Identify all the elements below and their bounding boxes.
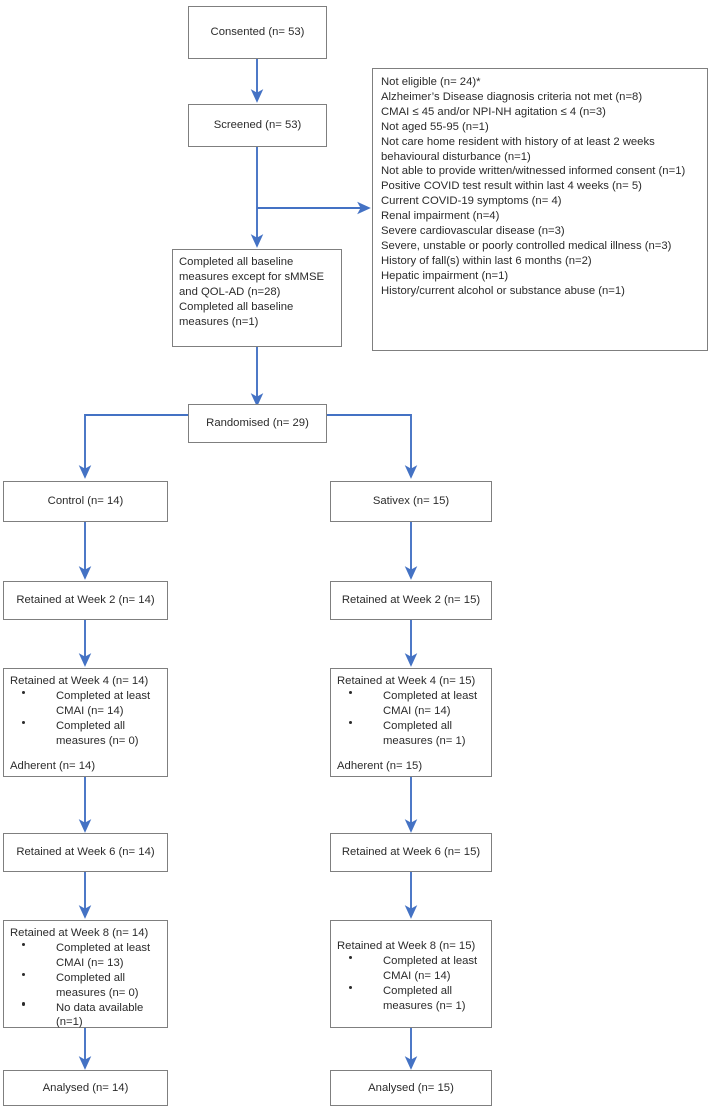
bullet-icon [22,1002,26,1006]
bullet-icon [349,955,353,959]
list-item: Completed all measures (n= 1) [337,984,486,1014]
node-control-analysed: Analysed (n= 14) [3,1070,168,1106]
node-control-week2-label: Retained at Week 2 (n= 14) [16,594,155,607]
exclusion-line: Severe, unstable or poorly controlled me… [381,239,672,252]
node-sativex-week2: Retained at Week 2 (n= 15) [330,581,492,620]
exclusion-line: Not able to provide written/witnessed in… [381,165,686,178]
edge-randomised-to-control [78,414,188,479]
week4-bullet-list: Completed at least CMAI (n= 14) Complete… [10,689,162,749]
list-item: Completed at least CMAI (n= 14) [337,954,486,984]
baseline-line: Completed all baseline measures except f… [179,256,328,298]
list-item: Completed all measures (n= 1) [337,719,486,749]
node-control-week6: Retained at Week 6 (n= 14) [3,833,168,872]
bullet-text: Completed all measures (n= 1) [383,719,466,747]
node-sativex-week4: Retained at Week 4 (n= 15) Completed at … [330,668,492,777]
exclusion-line: Not care home resident with history of a… [381,135,658,163]
bullet-text: Completed all measures (n= 1) [383,984,466,1012]
list-item: Completed all measures (n= 0) [10,971,162,1001]
list-item: Completed at least CMAI (n= 14) [10,689,162,719]
week4-footer: Adherent (n= 15) [337,759,423,772]
node-control-week8: Retained at Week 8 (n= 14) Completed at … [3,920,168,1028]
node-sativex-arm: Sativex (n= 15) [330,481,492,522]
week8-header: Retained at Week 8 (n= 15) [337,940,476,952]
node-sativex-week6-label: Retained at Week 6 (n= 15) [341,846,481,859]
node-screened-label: Screened (n= 53) [213,119,302,132]
week4-footer: Adherent (n= 14) [10,759,96,772]
node-randomised-label: Randomised (n= 29) [206,417,309,430]
exclusion-line: Not aged 55-95 (n=1) [381,120,489,133]
edge-randomised-to-sativex [327,414,418,479]
node-consented: Consented (n= 53) [188,6,327,59]
bullet-text: Completed at least CMAI (n= 13) [56,941,151,969]
list-item: Completed at least CMAI (n= 14) [337,689,486,719]
node-exclusions: Not eligible (n= 24)* Alzheimer’s Diseas… [372,68,708,351]
list-item: Completed at least CMAI (n= 13) [10,941,162,971]
list-item: Completed all measures (n= 0) [10,719,162,749]
node-randomised: Randomised (n= 29) [188,404,327,443]
bullet-text: Completed at least CMAI (n= 14) [56,689,151,717]
node-consented-label: Consented (n= 53) [210,26,305,39]
week4-header: Retained at Week 4 (n= 14) [10,675,149,687]
node-sativex-week2-label: Retained at Week 2 (n= 15) [341,594,481,607]
node-sativex-arm-label: Sativex (n= 15) [372,495,450,508]
week8-bullet-list: Completed at least CMAI (n= 13) Complete… [10,941,162,1030]
exclusion-line: Positive COVID test result within last 4… [381,180,642,193]
bullet-icon [22,942,26,946]
week8-header: Retained at Week 8 (n= 14) [10,927,149,939]
week8-bullet-list: Completed at least CMAI (n= 14) Complete… [337,954,486,1014]
node-control-week2: Retained at Week 2 (n= 14) [3,581,168,620]
bullet-text: Completed at least CMAI (n= 14) [383,689,478,717]
node-sativex-analysed: Analysed (n= 15) [330,1070,492,1106]
exclusion-line: Alzheimer’s Disease diagnosis criteria n… [381,90,643,103]
bullet-text: Completed all measures (n= 0) [56,719,139,747]
bullet-icon [22,690,26,694]
node-control-week6-label: Retained at Week 6 (n= 14) [16,846,155,859]
exclusion-line: Renal impairment (n=4) [381,210,500,223]
spacer [337,749,486,759]
bullet-icon [349,690,353,694]
bullet-icon [22,972,26,976]
node-screened: Screened (n= 53) [188,104,327,147]
node-sativex-analysed-label: Analysed (n= 15) [368,1081,454,1094]
bullet-text: Completed all measures (n= 0) [56,971,139,999]
node-control-week4: Retained at Week 4 (n= 14) Completed at … [3,668,168,777]
bullet-text: No data available (n=1) [56,1001,144,1029]
exclusion-line: Not eligible (n= 24)* [381,76,481,88]
node-sativex-week6: Retained at Week 6 (n= 15) [330,833,492,872]
bullet-text: Completed at least CMAI (n= 14) [383,954,478,982]
spacer [10,749,162,759]
exclusion-line: History of fall(s) within last 6 months … [381,254,592,267]
exclusion-line: Severe cardiovascular disease (n=3) [381,225,565,238]
week4-bullet-list: Completed at least CMAI (n= 14) Complete… [337,689,486,749]
node-sativex-week8: Retained at Week 8 (n= 15) Completed at … [330,920,492,1028]
node-baseline-measures: Completed all baseline measures except f… [172,249,342,347]
node-control-analysed-label: Analysed (n= 14) [42,1081,129,1094]
bullet-icon [349,720,353,724]
exclusion-line: CMAI ≤ 45 and/or NPI-NH agitation ≤ 4 (n… [381,105,606,118]
bullet-icon [22,720,26,724]
node-control-arm: Control (n= 14) [3,481,168,522]
node-control-arm-label: Control (n= 14) [47,495,124,508]
bullet-icon [349,985,353,989]
baseline-line: Completed all baseline measures (n=1) [179,300,297,328]
exclusion-line: Current COVID-19 symptoms (n= 4) [381,195,562,208]
list-item: No data available (n=1) [10,1001,162,1031]
exclusion-line: History/current alcohol or substance abu… [381,284,625,297]
week4-header: Retained at Week 4 (n= 15) [337,675,476,687]
exclusion-line: Hepatic impairment (n=1) [381,269,509,282]
